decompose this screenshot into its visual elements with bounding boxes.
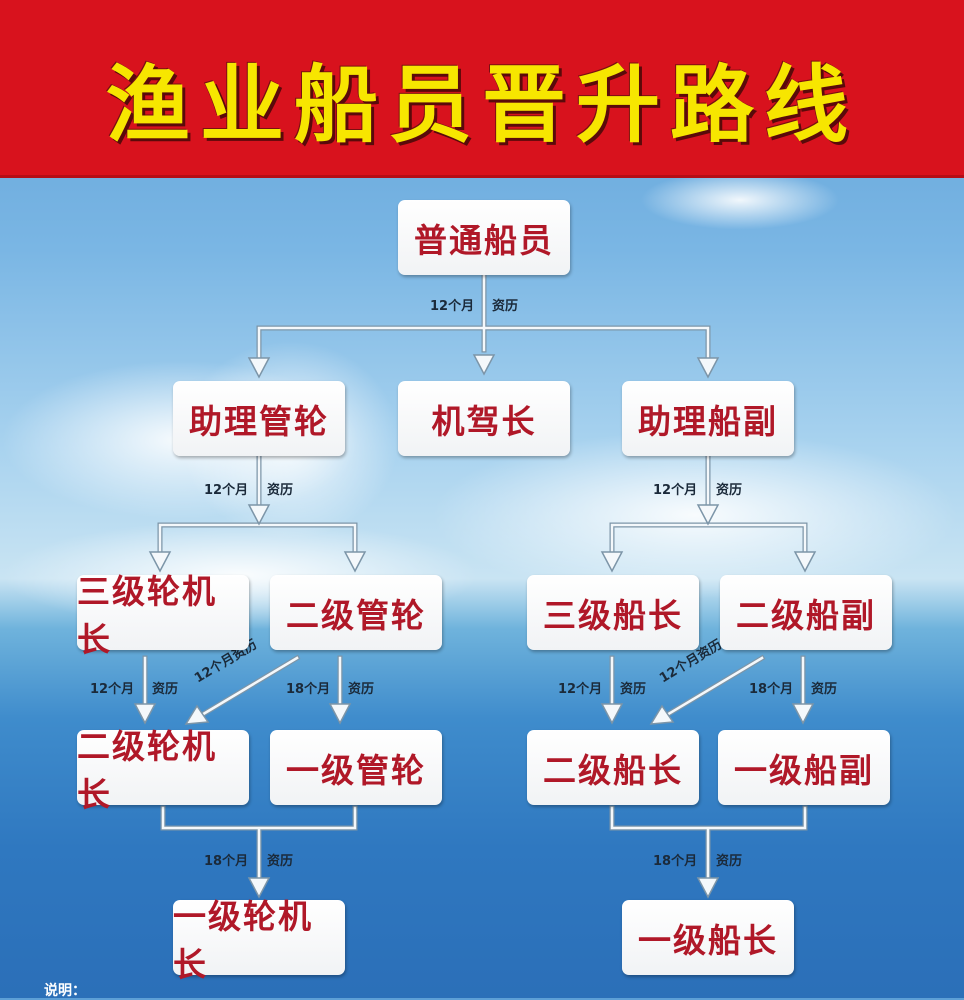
node-second-mate: 二级船副 — [720, 575, 892, 650]
arrowheads — [133, 354, 817, 899]
experience-label: 资历 — [267, 854, 294, 869]
node-third-chief-engineer: 三级轮机长 — [77, 572, 249, 659]
node-ordinary-crew: 普通船员 — [398, 200, 570, 275]
arrow-icon — [328, 703, 352, 725]
node-assistant-mate: 助理船副 — [622, 381, 794, 456]
arrow-icon — [600, 551, 624, 573]
duration-label: 12个月 — [204, 483, 249, 498]
experience-label: 资历 — [348, 682, 375, 697]
node-first-mate: 一级船副 — [718, 730, 890, 805]
duration-label: 12个月 — [653, 483, 698, 498]
experience-label: 资历 — [811, 682, 838, 697]
arrow-icon — [696, 504, 720, 526]
duration-label: 18个月 — [286, 682, 331, 697]
note-label: 说明： — [44, 983, 86, 999]
arrow-icon — [343, 551, 367, 573]
experience-label: 资历 — [492, 299, 519, 314]
duration-label: 12个月 — [430, 299, 475, 314]
experience-label: 资历 — [716, 483, 743, 498]
duration-label: 12个月 — [90, 682, 135, 697]
arrow-icon — [148, 551, 172, 573]
arrow-icon — [133, 703, 157, 725]
node-second-chief-engineer: 二级轮机长 — [77, 727, 249, 814]
node-first-engineer: 一级管轮 — [270, 730, 442, 805]
experience-label: 资历 — [267, 483, 294, 498]
arrow-icon — [184, 704, 210, 725]
arrow-icon — [247, 504, 271, 526]
arrow-icon — [696, 877, 720, 899]
node-second-captain: 二级船长 — [527, 730, 699, 805]
arrow-icon — [791, 703, 815, 725]
page-title: 渔业船员晋升路线 — [105, 56, 858, 154]
node-engine-driver-chief: 机驾长 — [398, 381, 570, 456]
arrow-icon — [247, 357, 271, 379]
arrow-icon — [649, 704, 675, 725]
arrow-icon — [696, 357, 720, 379]
arrow-icon — [793, 551, 817, 573]
cloud — [430, 430, 960, 600]
duration-label: 18个月 — [749, 682, 794, 697]
duration-label: 18个月 — [204, 854, 249, 869]
arrow-icon — [600, 703, 624, 725]
experience-label: 资历 — [620, 682, 647, 697]
arrow-icon — [247, 877, 271, 899]
node-second-engineer: 二级管轮 — [270, 575, 442, 650]
cloud — [640, 170, 840, 230]
node-assistant-engineer: 助理管轮 — [173, 381, 345, 456]
arrow-icon — [472, 354, 496, 376]
node-first-chief-engineer: 一级轮机长 — [173, 897, 345, 984]
node-third-captain: 三级船长 — [527, 575, 699, 650]
experience-label: 资历 — [152, 682, 179, 697]
duration-label: 18个月 — [653, 854, 698, 869]
duration-label: 12个月 — [558, 682, 603, 697]
header-banner: 渔业船员晋升路线 — [0, 0, 964, 178]
experience-label: 资历 — [716, 854, 743, 869]
node-first-captain: 一级船长 — [622, 900, 794, 975]
